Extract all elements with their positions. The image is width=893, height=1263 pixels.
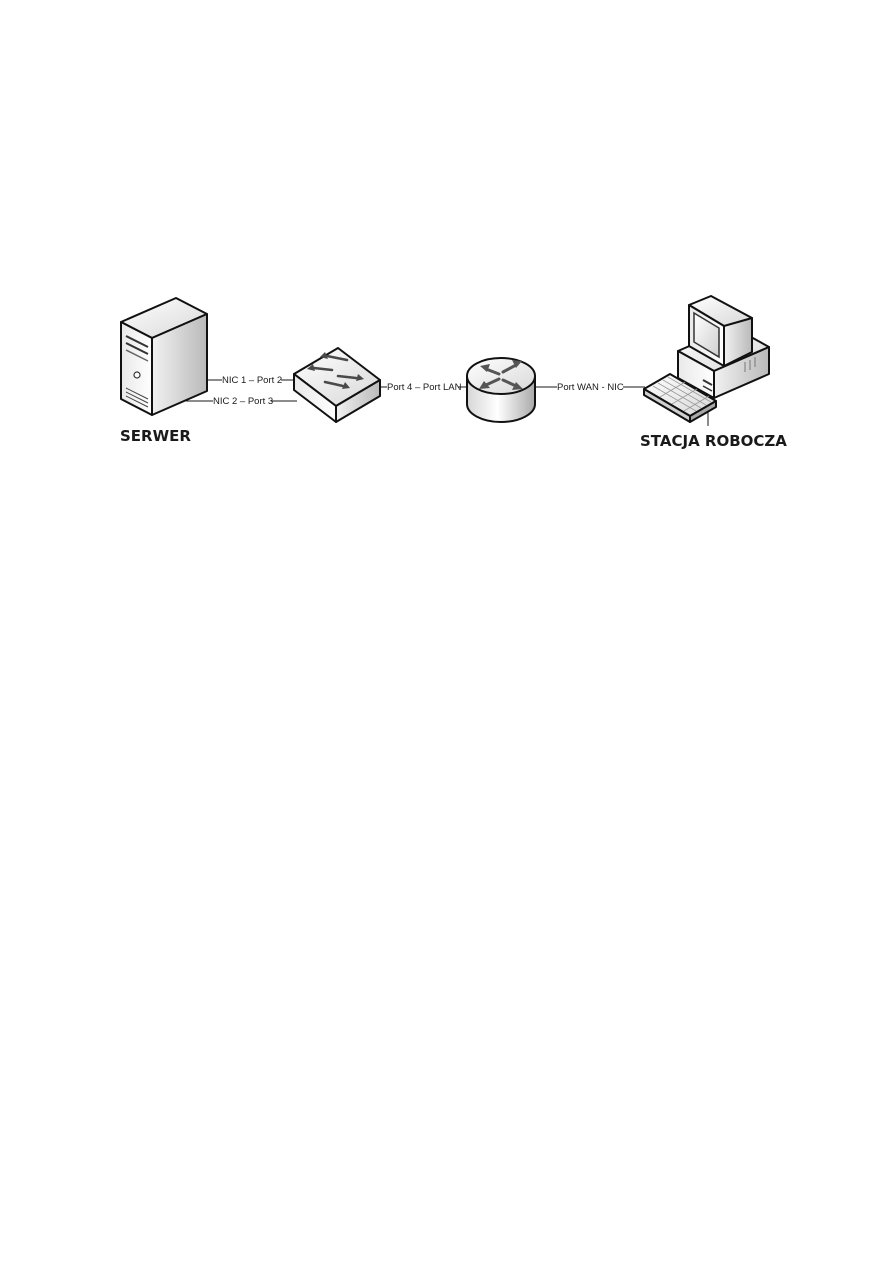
- server-icon: [120, 297, 208, 416]
- link-label-nic1-port2: NIC 1 – Port 2: [222, 375, 282, 386]
- switch-icon: [293, 347, 381, 423]
- link-label-port4-lan: Port 4 – Port LAN: [387, 382, 462, 393]
- link-label-nic2-port3: NIC 2 – Port 3: [213, 396, 273, 407]
- router-icon: [466, 357, 536, 423]
- workstation-icon: [643, 295, 770, 423]
- server-label: SERWER: [120, 427, 191, 445]
- link-label-wan-nic: Port WAN - NIC: [557, 382, 624, 393]
- workstation-label: STACJA ROBOCZA: [640, 432, 787, 450]
